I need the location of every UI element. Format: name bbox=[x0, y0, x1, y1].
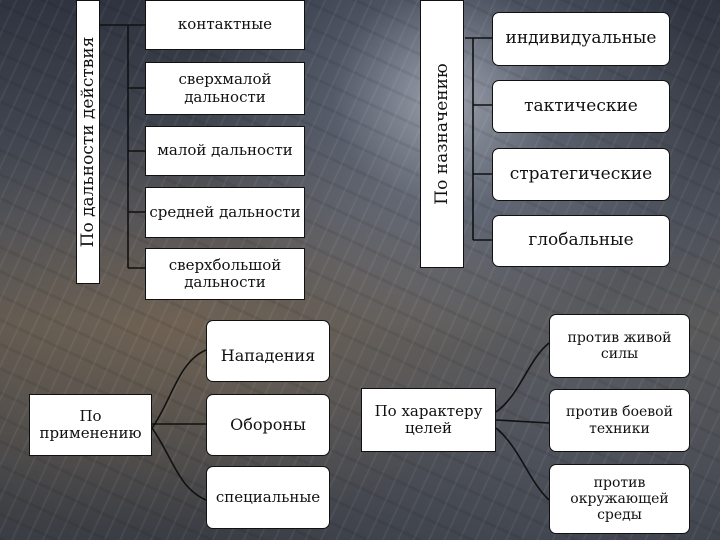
range-group-title: По дальности действия bbox=[78, 36, 98, 248]
range-group-title-box: По дальности действия bbox=[76, 0, 100, 284]
application-branch-1 bbox=[151, 349, 207, 429]
target-branch-1 bbox=[495, 342, 550, 413]
range-item-contact: контактные bbox=[145, 0, 305, 50]
purpose-group-title-box: По назначению bbox=[420, 0, 464, 268]
purpose-group-title: По назначению bbox=[432, 63, 452, 205]
application-branch-3 bbox=[151, 427, 207, 501]
application-item-special: специальные bbox=[206, 466, 330, 529]
purpose-item-global: глобальные bbox=[492, 215, 670, 267]
purpose-item-strategic: стратегические bbox=[492, 148, 670, 201]
target-group-title: По характеру целей bbox=[361, 388, 496, 452]
range-item-short: малой дальности bbox=[145, 126, 305, 176]
target-item-environment: против окружающей среды bbox=[549, 464, 690, 534]
range-item-ultra-long: сверхбольшой дальности bbox=[145, 248, 305, 300]
target-item-manpower: против живой силы bbox=[549, 314, 690, 378]
application-item-defense: Обороны bbox=[206, 394, 330, 456]
range-item-ultra-short: сверхмалой дальности bbox=[145, 62, 305, 115]
target-item-equipment: против боевой техники bbox=[549, 389, 690, 452]
range-item-medium: средней дальности bbox=[145, 187, 305, 238]
target-branch-3 bbox=[495, 427, 550, 501]
application-group-title: По применению bbox=[29, 394, 152, 456]
application-item-attack: Нападения bbox=[206, 320, 330, 382]
purpose-item-individual: индивидуальные bbox=[492, 12, 670, 66]
purpose-item-tactical: тактические bbox=[492, 80, 670, 133]
target-branch-2 bbox=[495, 419, 550, 424]
